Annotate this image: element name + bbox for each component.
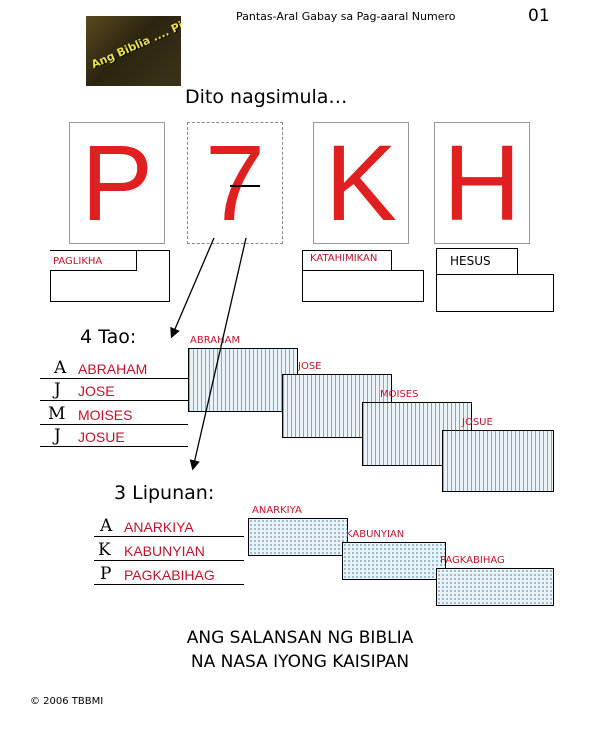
label-katahimikan-text: KATAHIMIKAN: [310, 253, 378, 264]
list-item: M MOISES: [40, 402, 188, 425]
list-item: J JOSE: [40, 378, 188, 401]
letter-7-bar: [230, 185, 260, 187]
header-number: 01: [528, 6, 550, 26]
list-item: K KABUNYIAN: [94, 538, 244, 561]
list-item: A ANARKIYA: [94, 514, 244, 537]
list-item: J JOSUE: [40, 424, 188, 447]
closing-line-1: ANG SALANSAN NG BIBLIA: [186, 628, 414, 648]
logo: Ang Biblia .... Pinasimple: [86, 16, 181, 86]
letter-7-box: 7: [187, 122, 283, 244]
copyright: © 2006 TBBMI: [30, 696, 104, 707]
arrow-to-four-men: [170, 237, 215, 339]
arrow-to-three-societies: [189, 237, 247, 471]
four-men-title: 4 Tao:: [80, 326, 137, 348]
card-pagkabihag: PAGKABIHAG: [436, 546, 554, 608]
card-anarkiya: ANARKIYA: [248, 496, 348, 558]
header-title: Pantas-Aral Gabay sa Pag-aaral Numero: [236, 10, 456, 23]
list-item: P PAGKABIHAG: [94, 562, 244, 585]
label-paglikha: PAGLIKHA: [50, 250, 170, 302]
label-paglikha-text: PAGLIKHA: [53, 256, 103, 267]
list-item: A ABRAHAM: [40, 356, 188, 379]
label-hesus-text: HESUS: [450, 254, 491, 268]
closing-line-2: NA NASA IYONG KAISIPAN: [190, 652, 410, 672]
label-katahimikan: KATAHIMIKAN: [302, 250, 424, 302]
three-societies-title: 3 Lipunan:: [114, 482, 215, 504]
card-kabunyian: KABUNYIAN: [342, 520, 446, 582]
card-josue: JOSUE: [442, 408, 554, 494]
letter-k: K: [313, 122, 409, 244]
page-subtitle: Dito nagsimula…: [185, 86, 348, 108]
letter-p: P: [69, 122, 165, 244]
letter-7: 7: [204, 122, 266, 243]
label-hesus: HESUS: [436, 248, 554, 312]
letter-h: H: [434, 122, 530, 244]
